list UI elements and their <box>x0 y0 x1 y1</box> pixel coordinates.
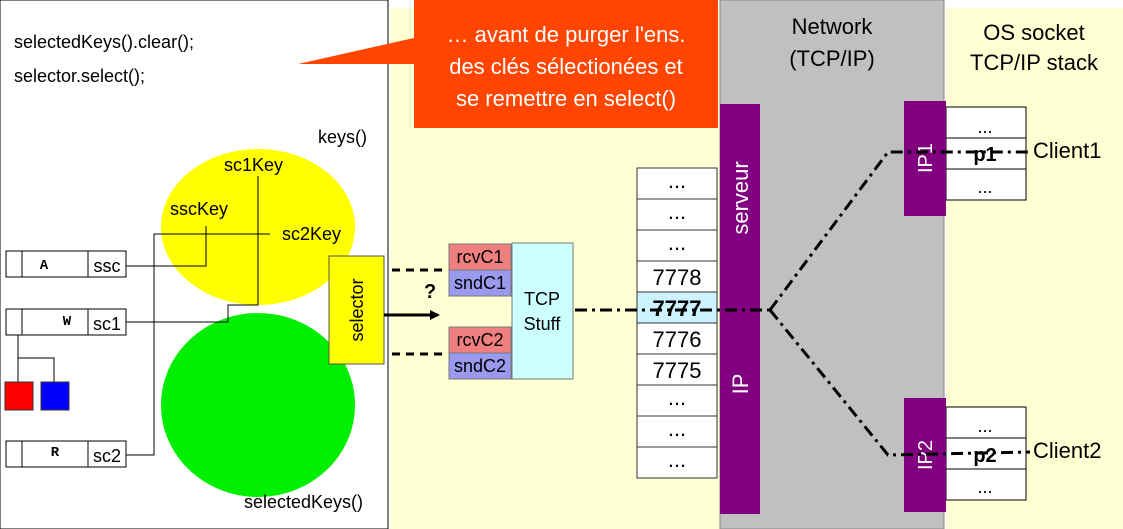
client2-port-bottom: ... <box>977 477 992 497</box>
server-serveur-label: serveur <box>728 161 753 234</box>
callout-line2: des clés sélectionées et <box>449 54 683 79</box>
channel-name-ssc: ssc <box>94 256 121 276</box>
tcp-stuff-line2: Stuff <box>524 314 562 334</box>
key-label-sc2: sc2Key <box>282 224 341 244</box>
client1-ip-label: IP1 <box>915 143 937 173</box>
os-stack-subtitle: TCP/IP stack <box>970 50 1099 75</box>
selector-box <box>328 255 385 365</box>
red-buffer-square <box>4 381 34 411</box>
port-label: ... <box>668 199 686 224</box>
client1-port-top: ... <box>977 117 992 137</box>
server-port-table: .........7778777777767775......... <box>636 167 718 479</box>
channel-row-sc2: R sc2 <box>5 440 127 468</box>
channel-name-sc2: sc2 <box>93 446 121 466</box>
sc1-buffer-connectors <box>17 335 55 382</box>
port-row <box>636 446 718 479</box>
port-label: ... <box>668 168 686 193</box>
client2-ip-label: IP2 <box>915 440 937 470</box>
port-label: ... <box>668 230 686 255</box>
port-row <box>636 229 718 262</box>
port-row <box>636 353 718 386</box>
port-row <box>636 415 718 448</box>
key-label-sc1: sc1Key <box>224 155 283 175</box>
key-label-ssc: sscKey <box>170 199 228 219</box>
snd-buffer-c2 <box>448 352 512 380</box>
key-connectors <box>126 176 270 456</box>
blue-buffer-square <box>40 381 70 411</box>
selected-keys-ellipse <box>161 313 355 497</box>
channel-row-sc1: W sc1 <box>5 308 127 336</box>
port-label: ... <box>668 416 686 441</box>
rcv-buffer-c2-label: rcvC2 <box>456 330 503 350</box>
port-row <box>636 167 718 200</box>
rcv-buffer-c1-label: rcvC1 <box>456 247 503 267</box>
client1-ip-bar <box>904 101 946 216</box>
callout-line3: se remettre en select() <box>456 86 676 111</box>
os-stack-title: OS socket <box>983 20 1084 45</box>
channel-op-ssc: A <box>40 258 49 274</box>
tcp-stuff-line1: TCP <box>524 289 560 309</box>
question-mark: ? <box>424 281 436 303</box>
snd-buffer-c1-label: sndC1 <box>454 273 506 293</box>
port-row <box>636 322 718 355</box>
port-row <box>636 198 718 231</box>
client1-port-bottom: ... <box>977 177 992 197</box>
client2-name: Client2 <box>1033 438 1101 463</box>
channel-op-sc2: R <box>51 445 60 461</box>
selected-keys-label: selectedKeys() <box>244 492 363 512</box>
callout-bubble <box>298 0 718 128</box>
link-server-client2 <box>768 309 1031 457</box>
port-row <box>636 384 718 417</box>
port-label: ... <box>668 447 686 472</box>
selector-label: selector <box>347 278 367 341</box>
channel-row-ssc: A ssc <box>5 250 127 278</box>
client1-port-p1: p1 <box>973 144 996 166</box>
network-subtitle: (TCP/IP) <box>789 46 875 71</box>
client2-port-top: ... <box>977 416 992 436</box>
port-label: 7776 <box>653 327 702 352</box>
connection-lines <box>575 150 1031 457</box>
callout-line1: … avant de purger l'ens. <box>446 22 685 47</box>
channel-name-sc1: sc1 <box>93 314 121 334</box>
code-line-select: selector.select(); <box>14 66 145 86</box>
port-label: 7775 <box>653 358 702 383</box>
snd-buffer-c1 <box>448 269 512 297</box>
channel-op-sc1: W <box>63 314 72 330</box>
port-label: ... <box>668 385 686 410</box>
keys-label: keys() <box>318 127 367 147</box>
rcv-buffer-c1 <box>448 243 512 271</box>
snd-buffer-c2-label: sndC2 <box>454 356 506 376</box>
port-label: 7778 <box>653 265 702 290</box>
tcp-stuff-box <box>511 242 574 380</box>
network-title: Network <box>792 14 874 39</box>
client2-port-p2: p2 <box>973 445 996 467</box>
client1-name: Client1 <box>1033 138 1101 163</box>
code-line-clear: selectedKeys().clear(); <box>14 32 194 52</box>
server-ip-label: IP <box>728 374 753 395</box>
